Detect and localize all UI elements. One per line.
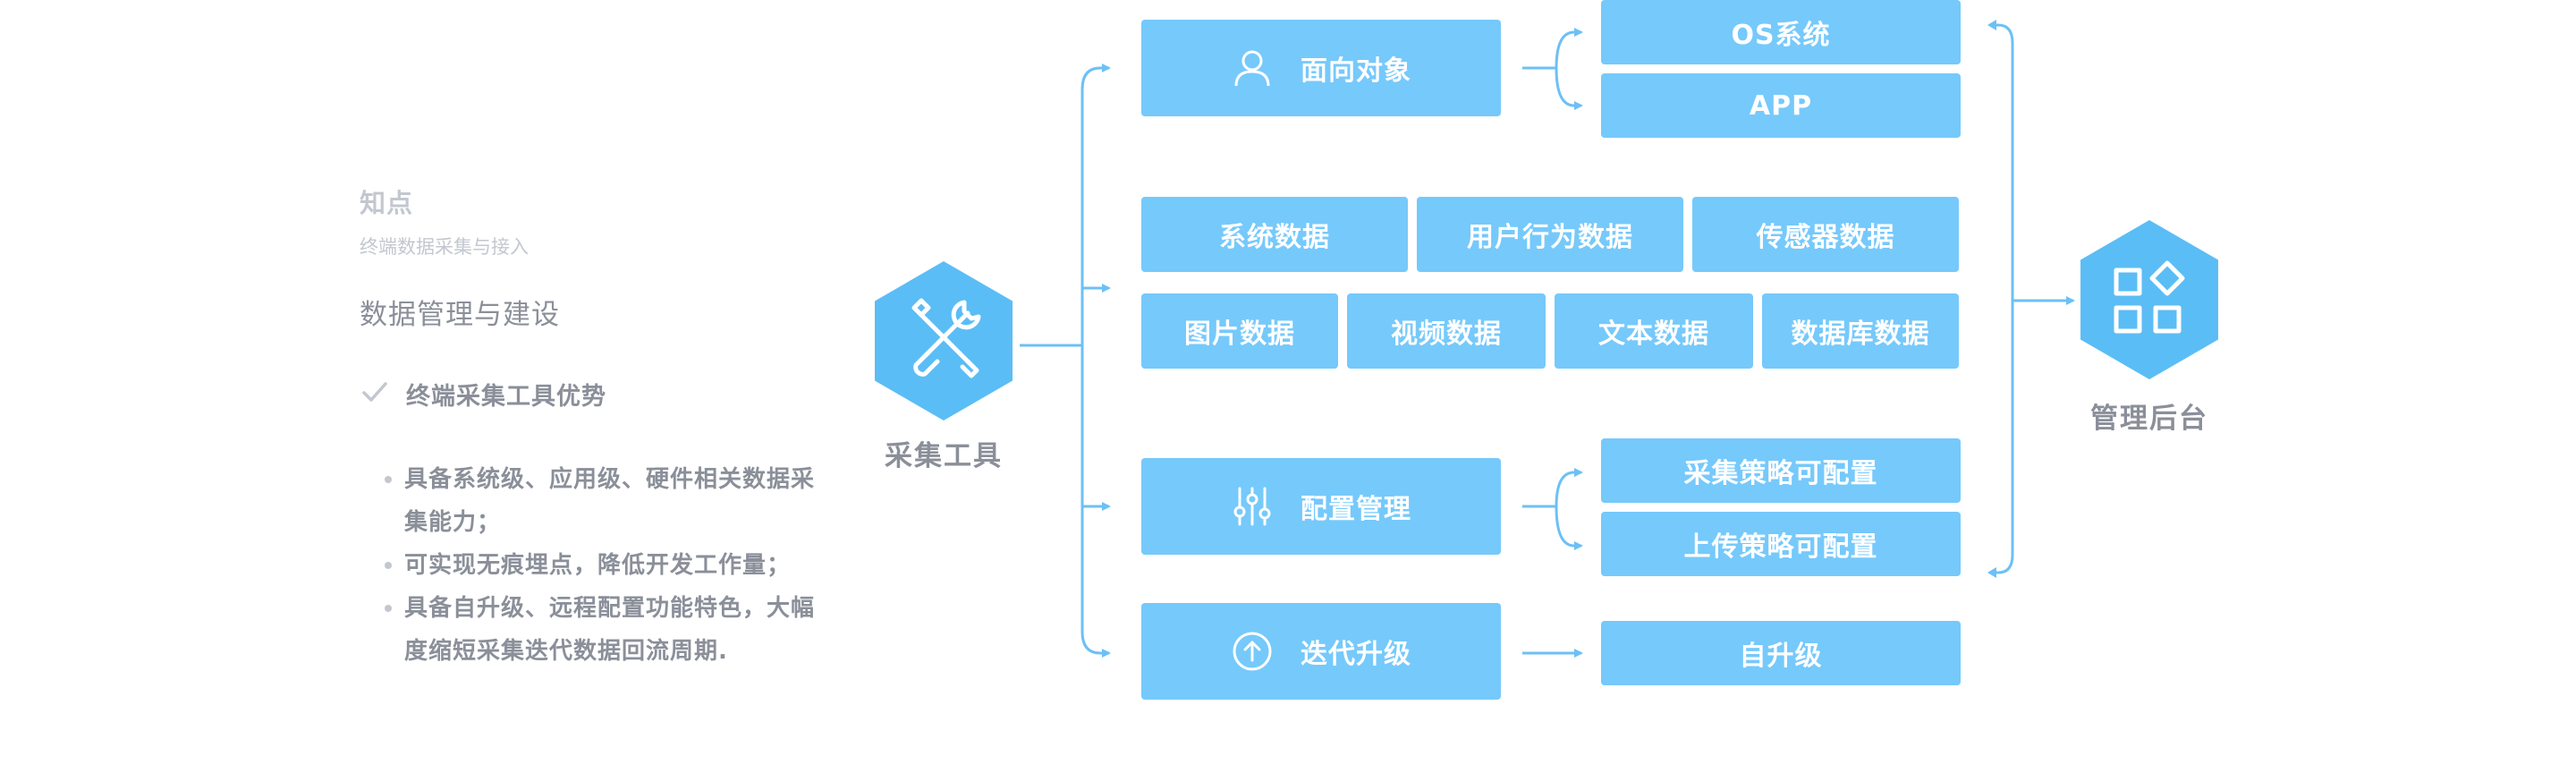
upgrade-label: 迭代升级 [1301,639,1411,670]
data-type-label: 系统数据 [1219,222,1330,253]
tool-hexagon [875,261,1013,420]
upgrade-box: 迭代升级 [1141,603,1501,700]
list-item: 具备自升级、远程配置功能特色，大幅度缩短采集迭代数据回流周期. [383,587,830,673]
backend-label: 管理后台 [2090,403,2208,435]
collect-strategy-label: 采集策略可配置 [1683,458,1878,489]
check-icon [361,380,388,407]
config-box: 配置管理 [1141,458,1501,555]
data-type-box: 用户行为数据 [1417,197,1683,272]
data-type-label: 文本数据 [1598,319,1709,350]
advantages-header: 终端采集工具优势 [361,376,606,412]
upload-strategy-label: 上传策略可配置 [1683,531,1878,563]
data-type-label: 图片数据 [1184,319,1295,350]
data-type-label: 传感器数据 [1756,222,1895,253]
backend-hexagon [2080,220,2218,379]
self-upgrade-box: 自升级 [1601,621,1961,685]
advantages-list: 具备系统级、应用级、硬件相关数据采集能力； 可实现无痕埋点，降低开发工作量； 具… [383,458,830,673]
advantages-label: 终端采集工具优势 [406,382,606,411]
tool-label: 采集工具 [885,440,1003,472]
upload-strategy-box: 上传策略可配置 [1601,512,1961,576]
data-type-box: 传感器数据 [1692,197,1959,272]
arrow-up-circle-icon [1231,630,1274,673]
apps-grid-icon [2114,260,2185,334]
data-type-label: 视频数据 [1391,319,1502,350]
os-system-box: OS系统 [1601,0,1961,64]
data-type-box: 数据库数据 [1762,293,1959,369]
data-type-label: 数据库数据 [1791,319,1930,350]
app-box: APP [1601,73,1961,138]
sliders-icon [1231,485,1274,528]
data-type-label: 用户行为数据 [1467,222,1633,253]
target-box: 面向对象 [1141,20,1501,116]
app-label: APP [1749,89,1813,122]
list-item: 可实现无痕埋点，降低开发工作量； [383,544,830,587]
os-system-label: OS系统 [1731,20,1831,51]
list-item: 具备系统级、应用级、硬件相关数据采集能力； [383,458,830,544]
tools-wrench-screwdriver-icon [911,298,981,378]
self-upgrade-label: 自升级 [1739,641,1823,672]
user-icon [1231,47,1274,89]
data-type-box: 系统数据 [1141,197,1408,272]
collect-strategy-box: 采集策略可配置 [1601,438,1961,503]
data-type-box: 图片数据 [1141,293,1338,369]
config-label: 配置管理 [1301,494,1411,525]
data-type-box: 文本数据 [1555,293,1753,369]
data-type-box: 视频数据 [1347,293,1546,369]
section-subtitle: 终端数据采集与接入 [360,236,529,258]
kicker-title: 知点 [360,188,414,218]
section-heading: 数据管理与建设 [360,299,560,331]
target-label: 面向对象 [1301,55,1411,87]
